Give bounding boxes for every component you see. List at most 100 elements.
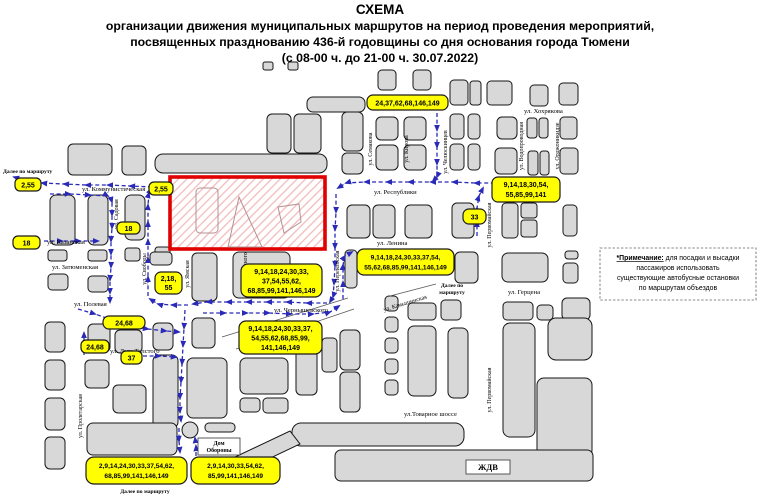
building [536,377,593,458]
route-badge-255-west: 2,55 [14,177,42,192]
building [346,204,371,239]
restricted-building [195,187,219,234]
route-chelyuskintsev-south [431,113,442,183]
building [529,84,549,107]
building [84,359,110,389]
further-route-label-s: Далее по маршруту [120,489,170,495]
building [496,116,518,140]
note-line-3: существующие автобусные остановки [617,274,739,282]
street-label-pervomayskaya-n: ул. Первомайская [486,202,493,247]
route-badge-northeast: 9,14,18,30,54, 55,85,99,141 [491,176,561,203]
route-badge-18-west: 18 [12,235,41,250]
restricted-building [227,195,263,248]
building [262,397,289,414]
building [341,111,364,152]
badge-text: 2,9,14,30,33,54,62, [207,463,264,470]
badge-text: 55,85,99,141 [506,192,547,199]
building [407,302,437,321]
building [561,297,591,321]
badge-text: 9,14,18,24,30,33,37,54, [371,255,441,262]
building [449,113,465,140]
street-label-khokhryakova: ул. Хохрякова [524,108,563,115]
building [384,379,399,396]
note-line-4: по маршрутам объездов [639,284,718,292]
building [449,79,469,106]
route-badge-southwest: 2,9,14,24,30,33,37,54,62, 68,85,99,141,1… [85,456,188,485]
route-badge-37: 37 [120,350,143,365]
route-badge-center: 9,14,18,24,30,33, 37,54,55,62, 68,85,99,… [240,263,323,298]
route-pervomayskaya-north [473,186,484,236]
badge-text: 9,14,18,30,54, [504,182,549,189]
building [204,422,236,433]
route-to-svobody [148,297,188,309]
building [558,82,579,106]
building [191,252,218,302]
building [454,251,479,284]
building [539,150,550,176]
street-label-ordzhonikidze: ул. Орджоникидзе [555,122,561,169]
building [501,252,549,283]
building [559,147,579,175]
route-central-south [176,309,188,423]
building [321,337,338,373]
title-line-1: СХЕМА [355,2,405,17]
building [67,143,113,176]
street-label-polevaya: ул. Полевая [74,301,107,308]
route-badge-2-18-55: 2,18, 55 [154,271,183,295]
badge-text: 55 [165,285,173,292]
badge-text: 33 [471,215,479,222]
building [559,116,578,140]
building [562,204,578,237]
building [287,61,299,71]
street-label-kommunisticheskaya: ул. Коммунистическая [82,186,145,193]
building [494,147,518,175]
route-badge-33: 33 [462,208,487,225]
badge-text: 2,9,14,24,30,33,37,54,62, [99,463,174,470]
building [377,69,397,91]
building [344,249,358,289]
building [502,301,534,321]
building [239,397,261,413]
route-perekopskaya-north [339,251,354,299]
building [520,219,538,238]
street-label-proletarskaya: ул. Пролетарская [78,394,84,438]
route-badge-chernyshevskogo: 9,14,18,24,30,33,37, 54,55,62,68,85,99, … [238,320,323,355]
building [412,69,432,91]
building [403,116,427,141]
roundabout [181,421,199,439]
building [375,116,399,141]
building [87,249,108,262]
building [384,316,399,333]
building [449,143,465,171]
building [44,397,66,431]
dom-oborony-label-2: Обороны [206,447,231,454]
badge-text: 55,62,68,85,99,141,146,149 [364,265,447,272]
building [121,145,147,176]
badge-text: 85,99,141,146,149 [208,473,263,480]
dom-oborony-box [197,437,241,456]
building [262,61,274,71]
building [384,337,399,354]
building [440,299,462,321]
street-label-chelyuskintsev: ул. Челюскинцев [443,130,449,174]
street-label-tovarnoe-shosse: ул.Товарное шоссе [404,411,457,418]
route-badge-top: 24,37,62,68,146,149 [366,94,449,111]
building [291,422,465,447]
building [486,80,513,106]
building [467,143,481,171]
street-label-lenina: ул. Ленина [377,240,408,247]
building [403,144,427,171]
badge-text: 2,55 [21,183,35,190]
badge-text: 37 [128,356,136,363]
building [467,113,481,140]
route-badge-lenina: 9,14,18,24,30,33,37,54, 55,62,68,85,99,1… [356,248,455,276]
badge-text: 18 [125,226,133,233]
badge-text: 24,68 [86,345,104,352]
badge-text: 54,55,62,68,85,99, [251,336,309,343]
building [87,275,109,293]
building [469,80,482,106]
street-label-gertsena: ул. Герцена [508,289,540,296]
building [152,322,174,351]
badge-text: 2,55 [154,187,168,194]
